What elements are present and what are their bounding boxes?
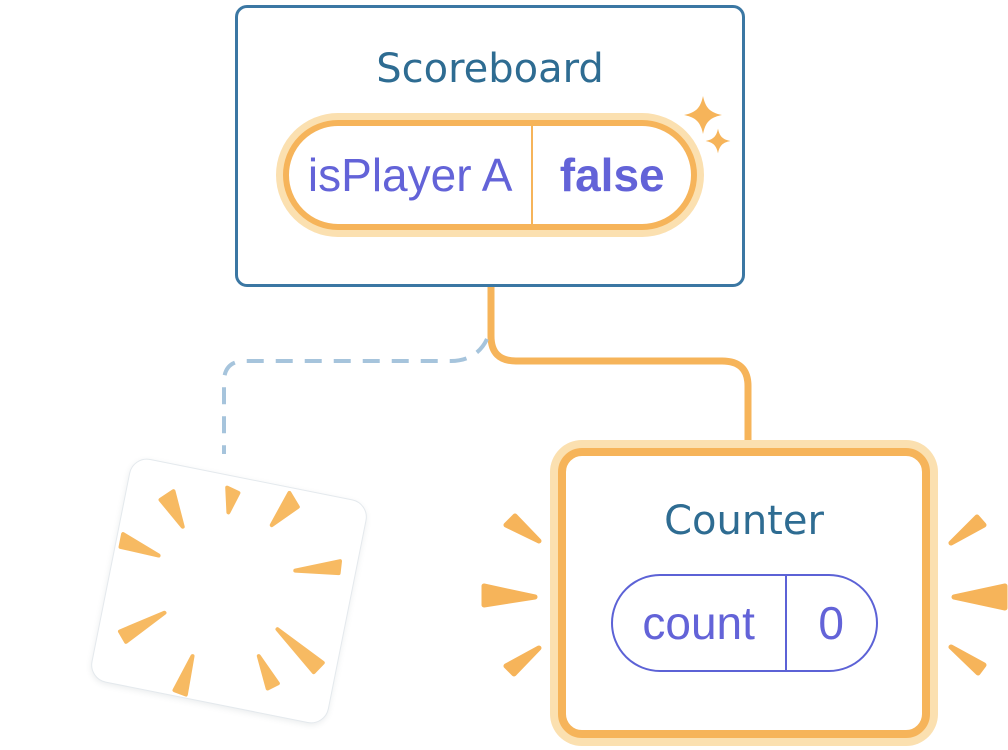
sparkle-icon-small	[705, 128, 731, 154]
counter-state-value: 0	[818, 597, 844, 649]
scoreboard-state-name: isPlayer A	[289, 126, 534, 224]
counter-card: Counter count 0	[558, 448, 930, 738]
scoreboard-state-pill: isPlayer A false	[283, 120, 697, 230]
scoreboard-title: Scoreboard	[376, 46, 604, 92]
sparkle-icon-large	[684, 96, 722, 134]
scoreboard-state-value: false	[559, 149, 665, 201]
shine-marks-left-icon	[481, 513, 542, 677]
counter-state-pill: count 0	[610, 574, 878, 672]
counter-title: Counter	[664, 498, 824, 544]
shine-marks-right-icon	[948, 514, 1008, 676]
removed-component-card	[88, 455, 370, 727]
solid-connector-line	[487, 286, 752, 454]
poof-burst-icon	[117, 485, 342, 697]
counter-state-name: count	[613, 576, 787, 670]
scoreboard-card: Scoreboard isPlayer A false	[235, 5, 745, 287]
dashed-connector-line	[222, 338, 489, 454]
